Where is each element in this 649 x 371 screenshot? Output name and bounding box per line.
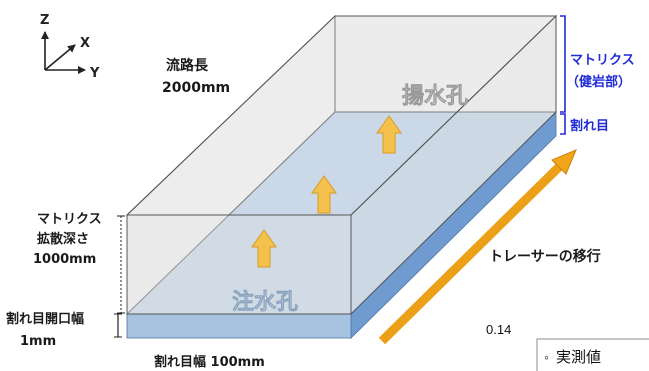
matrix-diffusion-value: 1000mm bbox=[33, 252, 96, 267]
matrix-depth-dimension bbox=[117, 215, 125, 314]
intact-rock-label: （健岩部） bbox=[566, 74, 631, 90]
legend-box: ◦ 実測値 bbox=[536, 338, 649, 371]
aperture-label: 割れ目開口幅 bbox=[6, 311, 84, 327]
coordinate-axes: Z X Y bbox=[40, 13, 100, 81]
fracture-bracket bbox=[560, 113, 566, 135]
x-axis-arrow bbox=[44, 44, 76, 71]
stray-value-text: 0.14 bbox=[486, 322, 511, 337]
matrix-bracket bbox=[560, 15, 566, 113]
z-axis-label: Z bbox=[40, 13, 49, 28]
y-axis-label: Y bbox=[89, 66, 100, 81]
fracture-label: 割れ目 bbox=[570, 118, 609, 134]
aperture-dimension bbox=[114, 313, 122, 338]
tracer-arrow bbox=[378, 149, 577, 345]
flow-length-value: 2000mm bbox=[162, 80, 230, 96]
up-arrow-icon bbox=[251, 229, 277, 268]
injection-well-label: 注水孔 bbox=[232, 289, 298, 315]
fracture-width-label: 割れ目幅 100mm bbox=[154, 354, 265, 370]
matrix-front-face bbox=[126, 214, 352, 315]
legend-text: 実測値 bbox=[556, 349, 601, 366]
pumping-well-label: 揚水孔 bbox=[402, 83, 468, 109]
up-arrow-icon bbox=[311, 175, 337, 214]
flow-arrows bbox=[251, 115, 402, 268]
fracture-front-face bbox=[126, 313, 352, 339]
matrix-diffusion-line2: 拡散深さ bbox=[37, 231, 89, 247]
legend-marker: ◦ bbox=[544, 349, 549, 365]
flow-length-label: 流路長 bbox=[166, 57, 209, 74]
matrix-top-face bbox=[125, 15, 558, 216]
matrix-label: マトリクス bbox=[570, 53, 635, 68]
up-arrow-icon bbox=[376, 115, 402, 154]
block-model bbox=[125, 14, 558, 339]
matrix-diffusion-line1: マトリクス bbox=[37, 212, 102, 227]
tracer-migration-label: トレーサーの移行 bbox=[489, 248, 601, 265]
x-axis-label: X bbox=[80, 36, 90, 51]
aperture-value: 1mm bbox=[20, 334, 56, 349]
